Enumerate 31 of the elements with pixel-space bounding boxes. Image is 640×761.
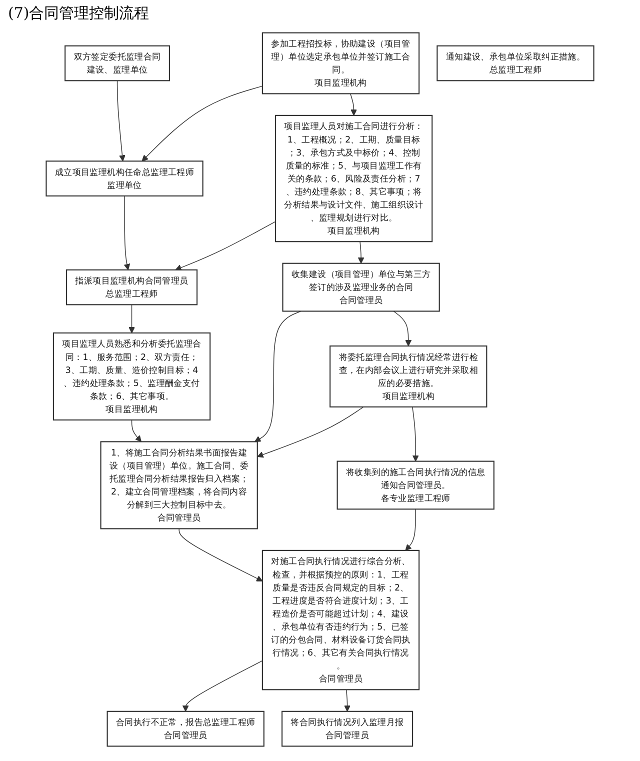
arrow <box>116 80 126 162</box>
node-box: 通知建设、承包单位采取纠正措施。 总监理工程师 <box>436 45 594 82</box>
diagram-title: (7)合同管理控制流程 <box>8 4 150 23</box>
arrow <box>350 93 357 116</box>
arrow <box>393 310 412 346</box>
node-box: 收集建设（项目管理）单位与第三方签订的涉及监理业务的合同 合同管理员 <box>282 262 440 312</box>
node-box: 指派项目监理机构合同管理员 总监理工程师 <box>66 269 198 306</box>
arrow <box>131 420 142 442</box>
arrow <box>254 310 302 442</box>
arrow <box>124 196 130 270</box>
arrow <box>182 660 263 712</box>
node-box: 将合同执行情况列入监理月报 合同管理员 <box>281 710 414 747</box>
arrow <box>412 406 419 462</box>
arrow <box>128 304 135 334</box>
node-box: 项目监理人员熟悉和分析委托监理合同：1、服务范围；2、双方责任；3、工期、质量、造价控制目标；4、违约处理条款；5、监理酬金支付条款；6、其它事项。 项目监理机构 <box>52 332 211 420</box>
node-box: 项目监理人员对施工合同进行分析：1、工程概况；2、工期、质量目标；3、承包方式及中标价；4、控制质量的标准；5、与项目监理工作有关的条款；6、风险及责任分析；7、违约处理条款；8、其它事项；将分析结果与设计文件、施工组织设计、监理规划进行对比。 项目监理机构 <box>274 114 433 242</box>
node-box: 合同执行不正常，报告总监理工程师 合同管理员 <box>106 710 264 747</box>
node-box: 成立项目监理机构任命总监理工程师 监理单位 <box>46 160 204 196</box>
arrow <box>405 508 416 551</box>
node-box: 将委托监理合同执行情况经常进行检查，在内部会议上进行研究并采取相应的必要措施。 项目监理机构 <box>330 345 488 408</box>
arrow <box>257 406 364 458</box>
node-box: 1、将施工合同分析结果书面报告建设（项目管理）单位。施工合同、委托监理合同分析结果报告归入档案；2、建立合同管理档案，将合同内容分解到三大控制目标中去。 合同管理员 <box>100 441 258 530</box>
node-box: 参加工程招投标，协助建设（项目管理）单位选定承包单位并签订施工合同。 项目监理机构 <box>262 32 420 94</box>
node-box: 将收集到的施工合同执行情况的信息通知合同管理员。 各专业监理工程师 <box>336 460 494 510</box>
arrow <box>178 528 263 582</box>
arrow <box>175 221 276 271</box>
arrow <box>358 241 364 264</box>
node-box: 对施工合同执行情况进行综合分析、检查，并根据预控的原则：1、工程质量是否违反合同规定的目标；2、工程进度是否符合进度计划；3、工程造价是否可能超过计划；4、建设、承包单位有否违约行为；5、已签订的分包合同、材料设备订货合同执行情况；6、其它有关合同执行情况。 合同管理员 <box>262 550 420 690</box>
arrow <box>344 689 350 712</box>
arrow <box>142 86 263 162</box>
node-box: 双方签定委托监理合同 建设、监理单位 <box>64 45 170 82</box>
